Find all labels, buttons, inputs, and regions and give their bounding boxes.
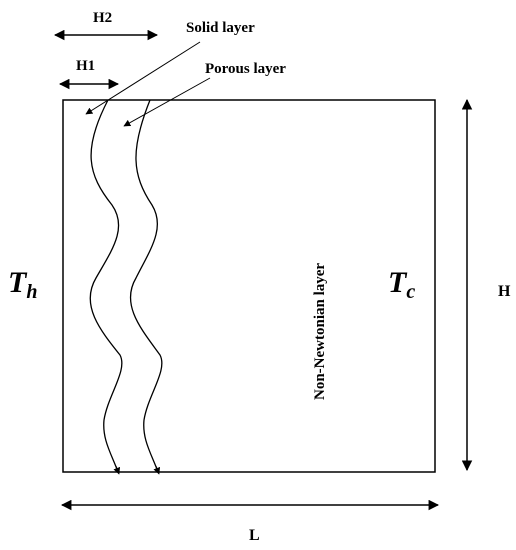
length-label: L [249, 527, 260, 544]
solid-interface-tail-arrow [113, 465, 121, 475]
hot-wall-temperature: Th [8, 266, 37, 303]
porous-layer-label: Porous layer [205, 61, 286, 77]
porous-layer-leader-arrow [123, 77, 211, 127]
h1-label: H1 [76, 58, 95, 74]
cavity-boundary [62, 99, 436, 473]
porous-fluid-interface [129, 99, 163, 473]
cold-wall-temperature: Tc [388, 266, 415, 303]
solid-layer-label: Solid layer [186, 20, 255, 36]
porous-interface-tail-arrow [153, 465, 161, 475]
solid-porous-interface [89, 99, 123, 473]
solid-layer-leader-arrow [85, 41, 201, 115]
h2-label: H2 [93, 10, 112, 26]
non-newtonian-layer-label: Non-Newtonian layer [312, 263, 328, 400]
height-label: H [498, 283, 511, 300]
